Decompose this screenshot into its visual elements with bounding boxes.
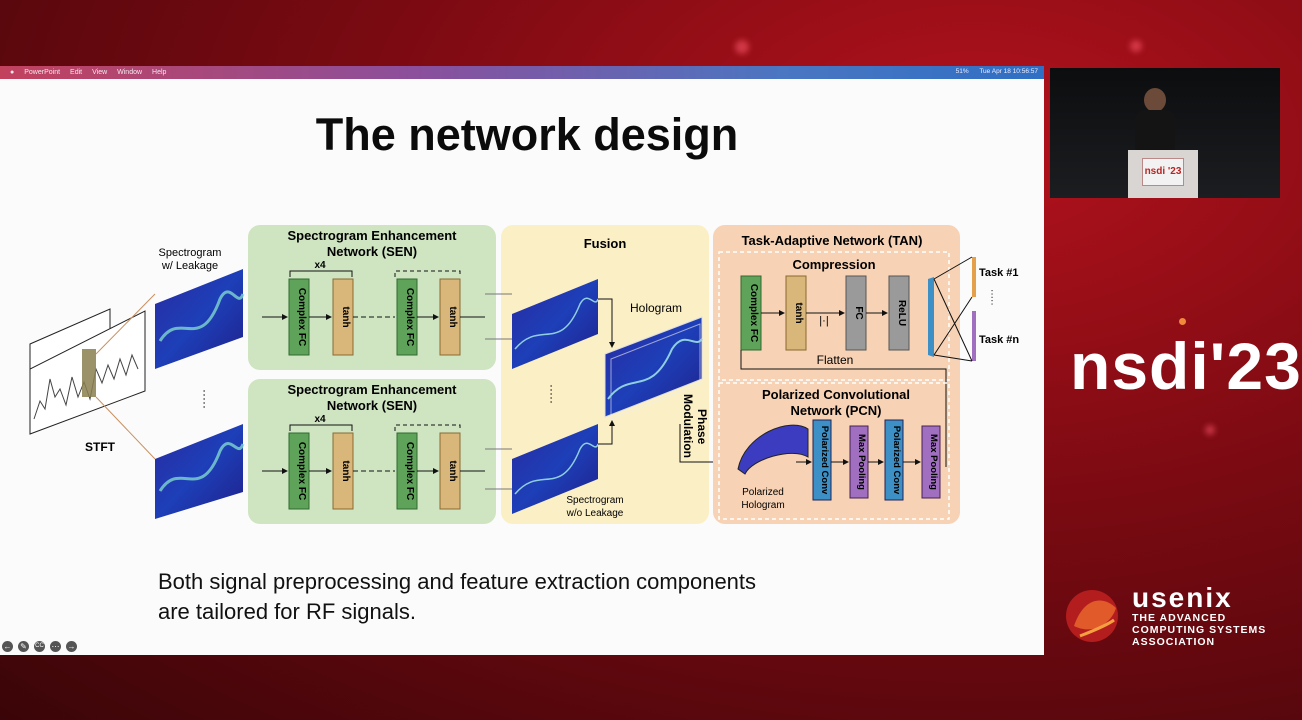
stft-label: STFT xyxy=(85,440,116,454)
svg-text:Max Pooling: Max Pooling xyxy=(928,434,939,490)
spectrogram-leakage-label: Spectrogram xyxy=(159,247,222,259)
polarized-conv-box xyxy=(812,419,832,501)
forward-icon[interactable]: → xyxy=(66,641,77,652)
abs-operator: |·| xyxy=(819,315,828,327)
podium: nsdi '23 xyxy=(1128,150,1198,198)
vertical-ellipsis: ····· xyxy=(987,289,998,306)
spectrogram-bottom xyxy=(155,424,243,519)
vertical-ellipsis: ····· xyxy=(198,389,212,409)
svg-text:tanh: tanh xyxy=(793,302,804,323)
polarized-hologram-label: Polarized xyxy=(742,487,784,498)
sen-block-top: Spectrogram Enhancement Network (SEN) x4… xyxy=(248,225,496,370)
background-glow xyxy=(1130,40,1142,52)
pcn-title: Polarized Convolutional xyxy=(762,387,910,402)
polarized-hologram-label-2: Hologram xyxy=(741,500,784,511)
more-icon[interactable]: ⋯ xyxy=(50,641,61,652)
sen-title-2: Network (SEN) xyxy=(327,244,417,259)
captions-icon[interactable]: CC xyxy=(34,641,45,652)
svg-text:tanh: tanh xyxy=(447,306,458,327)
svg-text:ReLU: ReLU xyxy=(896,300,907,326)
pen-icon[interactable]: ✎ xyxy=(18,641,29,652)
presenter-controls: ← ✎ CC ⋯ → xyxy=(2,641,77,652)
stft-section: Spectrogram w/ Leakage STFT ····· xyxy=(29,247,245,519)
caption-line: Both signal preprocessing and feature ex… xyxy=(158,569,757,594)
speaker-camera: nsdi '23 xyxy=(1050,68,1280,198)
relu-box xyxy=(888,275,910,351)
sen-title: Spectrogram Enhancement xyxy=(287,382,457,397)
stft-window xyxy=(82,349,96,397)
vertical-ellipsis: ····· xyxy=(545,384,559,404)
task1-head xyxy=(972,257,976,297)
sen-title: Spectrogram Enhancement xyxy=(287,228,457,243)
compression-title: Compression xyxy=(792,257,875,272)
sen-block-bottom: Spectrogram Enhancement Network (SEN) x4… xyxy=(248,379,496,524)
back-icon[interactable]: ← xyxy=(2,641,13,652)
menu-item-edit[interactable]: Edit xyxy=(70,69,83,76)
podium-sign: nsdi '23 xyxy=(1142,158,1184,186)
pcn-title-2: Network (PCN) xyxy=(790,403,881,418)
fusion-spectrogram-bottom xyxy=(512,424,598,514)
taskn-head xyxy=(972,311,976,361)
repeat-label: x4 xyxy=(314,414,326,425)
usenix-globe-icon xyxy=(1066,590,1118,642)
max-pooling-box xyxy=(921,425,941,499)
slide-title: The network design xyxy=(315,109,739,160)
tan-title: Task-Adaptive Network (TAN) xyxy=(742,233,923,248)
svg-text:Polarized Conv: Polarized Conv xyxy=(891,426,902,495)
spectrogram-top xyxy=(155,269,243,369)
network-diagram: Spectrogram w/ Leakage STFT ····· Spectr… xyxy=(29,225,1019,524)
repeat-label: x4 xyxy=(314,260,326,271)
usenix-wordmark: usenix xyxy=(1132,582,1233,613)
logo-accent-dot xyxy=(1179,318,1186,325)
menu-item-window[interactable]: Window xyxy=(117,69,143,76)
menu-bar: ● PowerPoint Edit View Window Help 51% T… xyxy=(0,66,1044,79)
svg-text:Complex FC: Complex FC xyxy=(296,288,307,346)
spectrogram-leakage-label-2: w/ Leakage xyxy=(161,260,218,272)
flatten-label: Flatten xyxy=(817,353,854,367)
slide-caption: Both signal preprocessing and feature ex… xyxy=(158,567,756,627)
slide: The network design Spectrogram w/ Leakag… xyxy=(0,79,1044,655)
spectrogram-wo-label-2: w/o Leakage xyxy=(566,508,624,519)
menu-item-powerpoint[interactable]: PowerPoint xyxy=(24,69,61,76)
nsdi-logo: nsdi'23 xyxy=(1070,329,1302,403)
speaker xyxy=(1135,88,1175,158)
spectrogram-wo-label: Spectrogram xyxy=(566,495,623,506)
output-layer xyxy=(928,277,934,357)
polarized-hologram xyxy=(737,424,809,475)
svg-text:FC: FC xyxy=(853,306,864,319)
svg-text:Complex FC: Complex FC xyxy=(748,284,759,342)
svg-text:Polarized Conv: Polarized Conv xyxy=(819,426,830,495)
background-glow xyxy=(1205,425,1215,435)
svg-text:tanh: tanh xyxy=(340,460,351,481)
taskn-label: Task #n xyxy=(979,334,1019,346)
menu-item-help[interactable]: Help xyxy=(152,69,167,76)
hologram-label: Hologram xyxy=(630,301,682,315)
polarized-conv-box xyxy=(884,419,904,501)
svg-text:tanh: tanh xyxy=(447,460,458,481)
fusion-title: Fusion xyxy=(584,236,627,251)
status-area: 51% Tue Apr 18 10:56:57 xyxy=(956,68,1038,75)
menu-item-view[interactable]: View xyxy=(92,69,108,76)
apple-icon[interactable]: ● xyxy=(10,69,15,76)
battery-percent: 51% xyxy=(955,68,969,75)
fusion-spectrogram-top xyxy=(512,279,598,369)
svg-text:Max Pooling: Max Pooling xyxy=(856,434,867,490)
svg-text:Complex FC: Complex FC xyxy=(404,442,415,500)
caption-line: are tailored for RF signals. xyxy=(158,599,416,624)
svg-text:Complex FC: Complex FC xyxy=(296,442,307,500)
background-glow xyxy=(735,40,749,54)
clock: Tue Apr 18 10:56:57 xyxy=(979,68,1038,75)
task1-label: Task #1 xyxy=(979,267,1019,279)
usenix-tagline: ASSOCIATION xyxy=(1132,636,1216,648)
sen-title-2: Network (SEN) xyxy=(327,398,417,413)
usenix-tagline: COMPUTING SYSTEMS xyxy=(1132,624,1267,636)
phase-modulation-label: Phase xyxy=(695,409,709,445)
fusion-block: Fusion Hologram ····· Spectrogram w/o Le… xyxy=(501,225,736,524)
svg-text:tanh: tanh xyxy=(340,306,351,327)
svg-text:Complex FC: Complex FC xyxy=(404,288,415,346)
phase-modulation-label-2: Modulation xyxy=(681,394,695,458)
tan-block: Task-Adaptive Network (TAN) Compression … xyxy=(713,225,1019,524)
usenix-tagline: THE ADVANCED xyxy=(1132,612,1227,624)
